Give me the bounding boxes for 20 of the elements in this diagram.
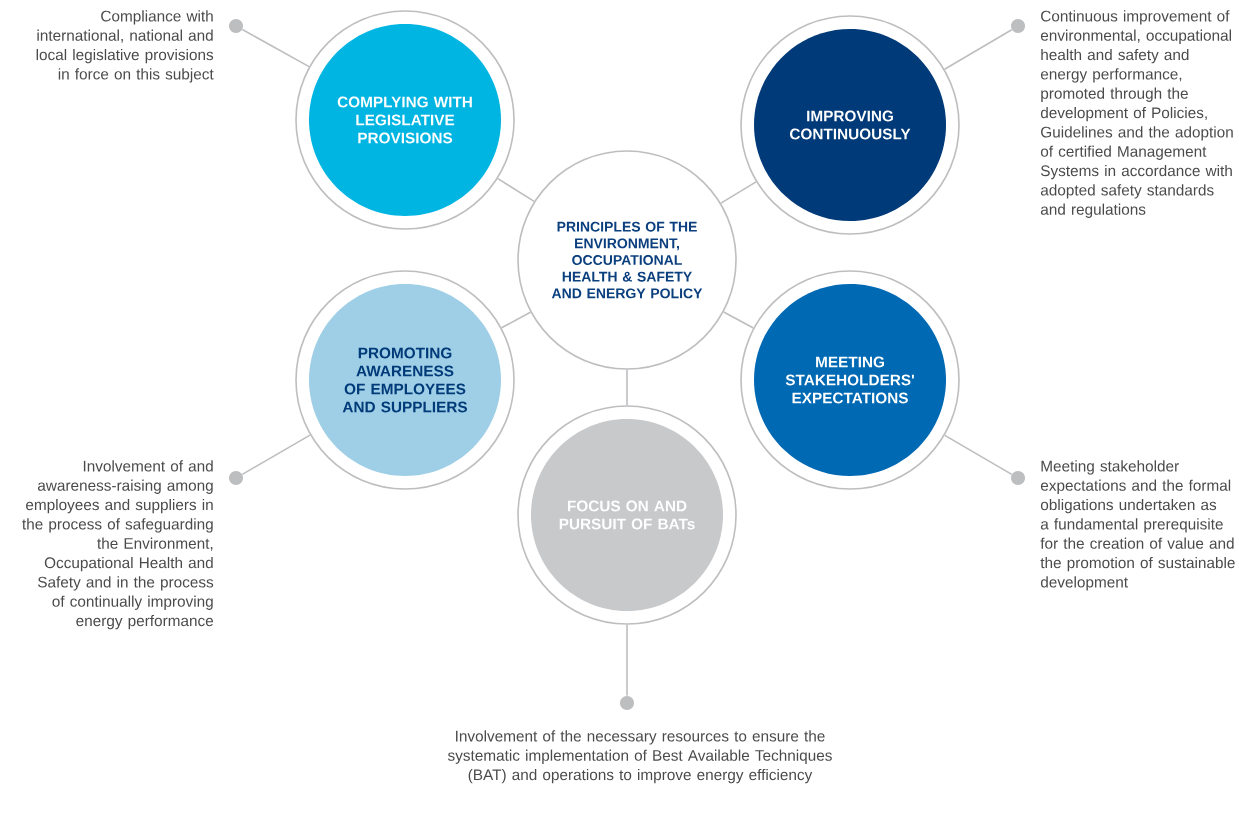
leader-dot bbox=[1011, 471, 1025, 485]
leader-line bbox=[241, 28, 310, 68]
leader-line bbox=[944, 434, 1013, 476]
description-text: Compliance with international, national and local legislative provisions in force on this subject bbox=[36, 10, 214, 83]
leader-line bbox=[241, 434, 311, 476]
leader-dot bbox=[229, 19, 243, 33]
connector-line bbox=[722, 311, 755, 329]
connector-line bbox=[497, 177, 535, 203]
leader-dot bbox=[229, 471, 243, 485]
connector-line bbox=[720, 181, 757, 204]
connector-line bbox=[626, 369, 628, 406]
leader-line bbox=[943, 28, 1013, 71]
leader-dot bbox=[1011, 19, 1025, 33]
leader-line bbox=[626, 624, 628, 697]
description-text: Involvement of the necessary resources to ensure the systematic implementation of Best Available Techniques (BAT) and operations to improve energy efficiency bbox=[447, 730, 832, 784]
description-text: Meeting stakeholder expectations and the formal obligations undertaken as a fundamental prerequisite for the creation of value and the promotion of sustainable development bbox=[1040, 460, 1235, 591]
connector-line bbox=[500, 311, 532, 329]
leader-dot bbox=[620, 696, 634, 710]
description-text: Involvement of and awareness-raising among employees and suppliers in the process of safeguarding the Environment, Occupational Health and Safety and in the process of continually improving energy performance bbox=[22, 460, 214, 630]
description-text: Continuous improvement of environmental, occupational health and safety and energy performance, promoted through the development of Policies, Guidelines and the adoption of certified Management Systems in accordance with adopted safety standards and regulations bbox=[1040, 10, 1233, 218]
